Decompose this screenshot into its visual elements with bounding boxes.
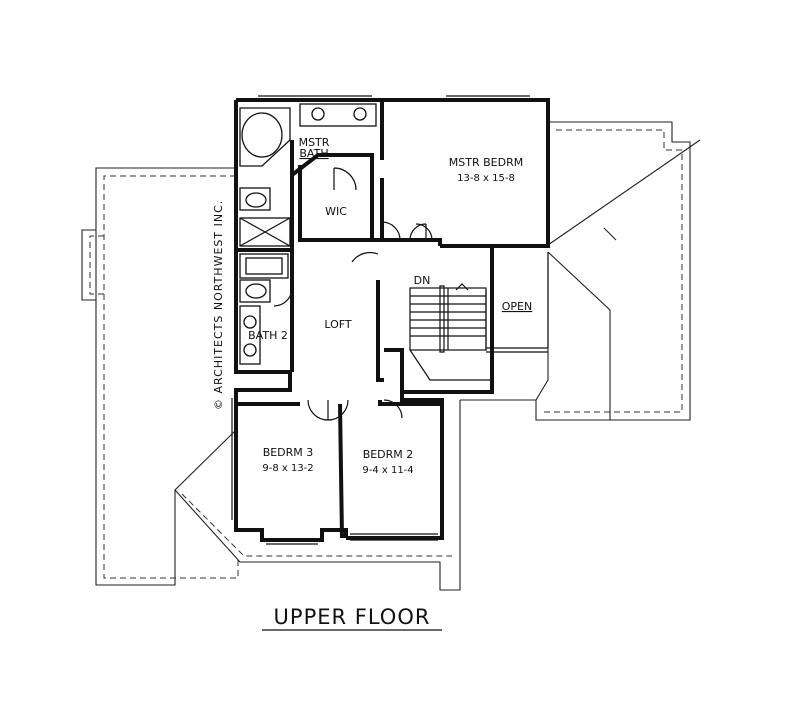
master-bath-label-line2: BATH	[299, 147, 328, 160]
master-bath-label-line1: MSTR	[299, 136, 330, 149]
open-label: OPEN	[502, 300, 532, 313]
windows	[231, 95, 530, 545]
open-area-rail	[486, 252, 549, 353]
staircase	[409, 283, 490, 381]
master-bath-fixtures	[239, 103, 377, 247]
roof-outline	[81, 121, 701, 591]
bedroom3-size: 9-8 x 13-2	[262, 463, 313, 474]
plan-title: UPPER FLOOR	[274, 605, 431, 629]
stair-down-label: DN	[414, 274, 431, 287]
bedroom3-label: BEDRM 3	[263, 446, 314, 459]
bedroom2-label: BEDRM 2	[363, 448, 414, 461]
bath2-label: BATH 2	[248, 329, 288, 342]
room-labels: MSTR BEDRM 13-8 x 15-8 MSTR BATH WIC LOF…	[248, 136, 532, 476]
copyright-text: © ARCHITECTS NORTHWEST INC.	[212, 200, 225, 410]
loft-label: LOFT	[324, 318, 352, 331]
walls	[234, 98, 550, 542]
master-bedroom-label: MSTR BEDRM	[449, 156, 523, 169]
bedroom2-size: 9-4 x 11-4	[362, 465, 413, 476]
doors	[273, 167, 433, 421]
bath2-fixtures	[239, 253, 289, 365]
wic-label: WIC	[325, 205, 347, 218]
master-bedroom-size: 13-8 x 15-8	[457, 173, 515, 184]
